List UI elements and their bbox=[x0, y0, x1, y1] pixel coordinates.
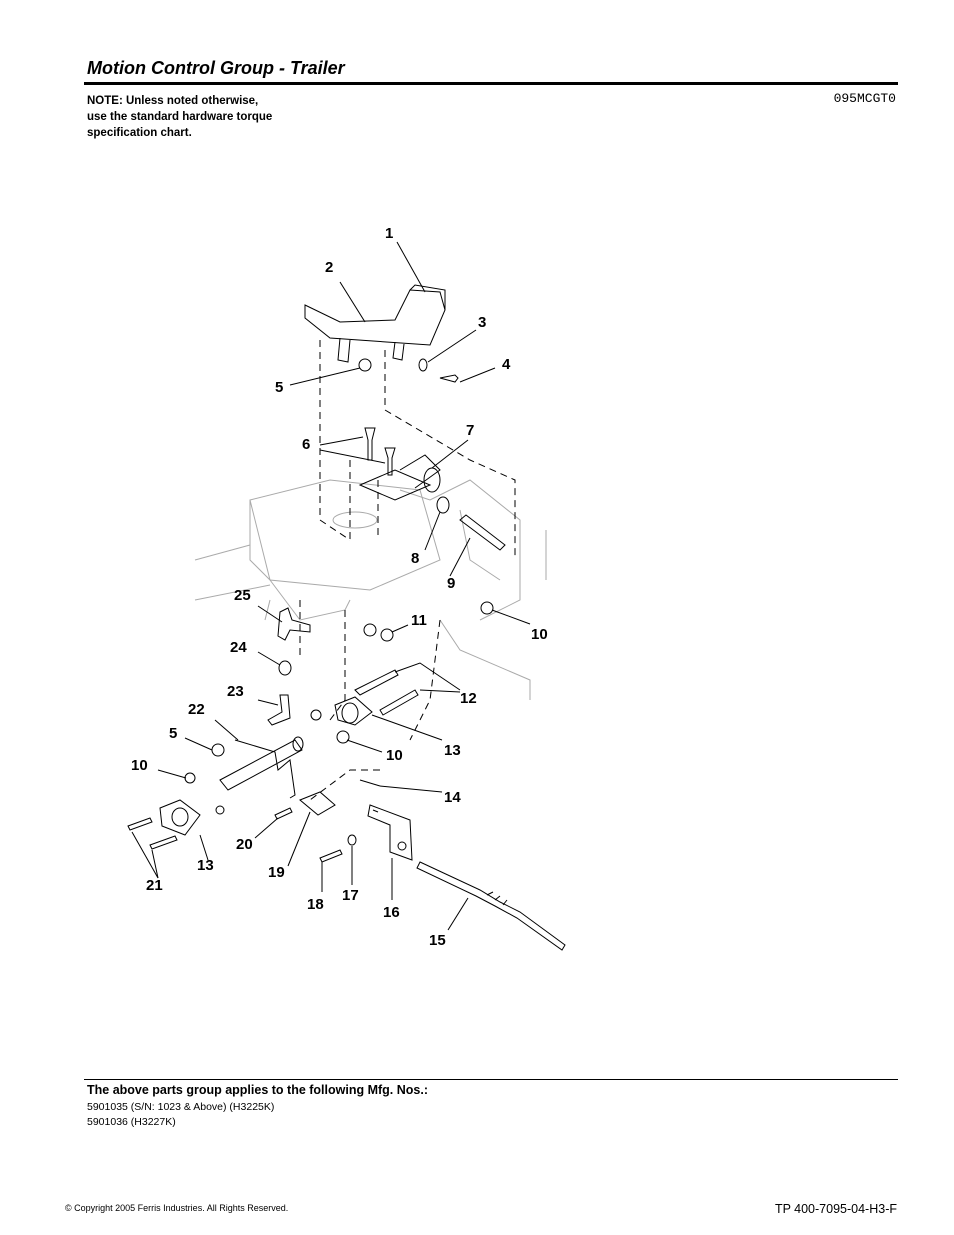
diagram-code: 095MCGT0 bbox=[833, 91, 896, 106]
note-line-1: NOTE: Unless noted otherwise, bbox=[87, 95, 259, 107]
note-line-2: use the standard hardware torque bbox=[87, 111, 273, 123]
callout-13-lower: 13 bbox=[197, 857, 214, 874]
callout-18: 18 bbox=[307, 896, 324, 913]
callout-21: 21 bbox=[146, 877, 163, 894]
torque-note: NOTE: Unless noted otherwise, use the st… bbox=[87, 93, 272, 141]
callout-9: 9 bbox=[447, 575, 455, 592]
doc-number: TP 400-7095-04-H3-F bbox=[774, 1202, 897, 1216]
callout-10-lower: 10 bbox=[131, 757, 148, 774]
callout-12: 12 bbox=[460, 690, 477, 707]
callout-19: 19 bbox=[268, 864, 285, 881]
callout-14: 14 bbox=[444, 789, 461, 806]
footer-rule bbox=[84, 1079, 898, 1080]
mfg-number-1: 5901035 (S/N: 1023 & Above) (H3225K) bbox=[87, 1101, 275, 1113]
callout-13: 13 bbox=[444, 742, 461, 759]
callout-10: 10 bbox=[531, 626, 548, 643]
callout-3: 3 bbox=[478, 314, 486, 331]
page-title: Motion Control Group - Trailer bbox=[87, 58, 345, 78]
callout-7: 7 bbox=[466, 422, 474, 439]
callout-5: 5 bbox=[275, 379, 283, 396]
callout-2: 2 bbox=[325, 259, 333, 276]
note-line-3: specification chart. bbox=[87, 127, 192, 139]
callout-10-middle: 10 bbox=[386, 747, 403, 764]
callout-6: 6 bbox=[302, 436, 310, 453]
title-rule bbox=[84, 82, 898, 85]
callout-4: 4 bbox=[502, 356, 511, 373]
callout-8: 8 bbox=[411, 550, 419, 567]
applies-heading: The above parts group applies to the fol… bbox=[87, 1083, 428, 1097]
callout-17: 17 bbox=[342, 887, 359, 904]
mfg-number-2: 5901036 (H3227K) bbox=[87, 1116, 176, 1128]
callout-25: 25 bbox=[234, 587, 251, 604]
callout-16: 16 bbox=[383, 904, 400, 921]
callout-22: 22 bbox=[188, 701, 205, 718]
callout-20: 20 bbox=[236, 836, 253, 853]
exploded-parts-diagram: 1 2 3 4 5 6 7 8 9 10 11 12 13 14 15 16 1… bbox=[127, 225, 566, 951]
copyright: © Copyright 2005 Ferris Industries. All … bbox=[65, 1203, 289, 1213]
callout-24: 24 bbox=[230, 639, 247, 656]
callout-23: 23 bbox=[227, 683, 244, 700]
callout-1: 1 bbox=[385, 225, 393, 242]
callout-15: 15 bbox=[429, 932, 446, 949]
callout-11: 11 bbox=[411, 612, 427, 629]
callout-5-lower: 5 bbox=[169, 725, 177, 742]
